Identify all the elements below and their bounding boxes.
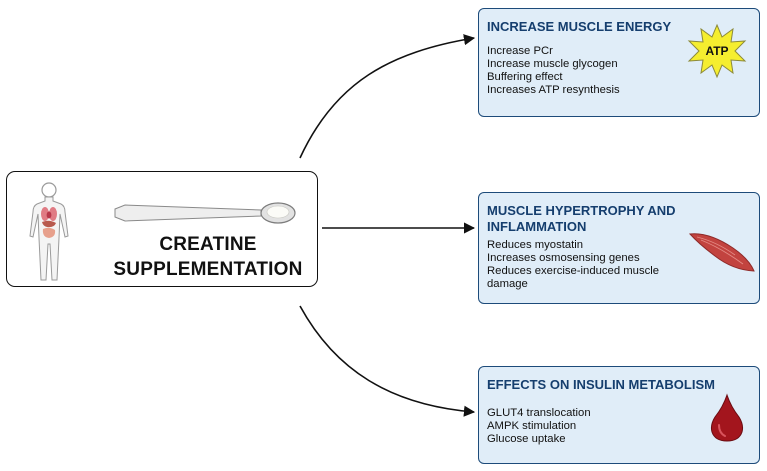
blood-drop-icon bbox=[710, 393, 744, 442]
increase-muscle-energy-box: INCREASE MUSCLE ENERGY Increase PCr Incr… bbox=[478, 8, 760, 117]
creatine-supplementation-box: CREATINE SUPPLEMENTATION bbox=[6, 171, 318, 287]
list-item: Reduces myostatin bbox=[487, 239, 584, 251]
list-item: Glucose uptake bbox=[487, 433, 566, 445]
center-title: CREATINE SUPPLEMENTATION bbox=[103, 232, 313, 282]
spoon-icon bbox=[114, 202, 296, 224]
effect-list: Increase PCr Increase muscle glycogen Bu… bbox=[487, 45, 702, 97]
list-item: Increase muscle glycogen bbox=[487, 58, 618, 70]
box-title: MUSCLE HYPERTROPHY AND INFLAMMATION bbox=[487, 203, 676, 234]
list-item: Increase PCr bbox=[487, 45, 553, 57]
effect-list: GLUT4 translocation AMPK stimulation Glu… bbox=[487, 407, 702, 446]
list-item: Increases osmosensing genes bbox=[487, 252, 640, 264]
list-item: AMPK stimulation bbox=[487, 420, 577, 432]
center-title-line1: CREATINE bbox=[159, 234, 257, 255]
center-title-line2: SUPPLEMENTATION bbox=[113, 259, 303, 280]
box-title: INCREASE MUSCLE ENERGY bbox=[487, 19, 672, 34]
atp-label: ATP bbox=[705, 44, 728, 58]
list-item: Buffering effect bbox=[487, 71, 563, 83]
arrow-to-energy bbox=[299, 34, 476, 159]
list-item: Reduces exercise-induced muscle damage bbox=[487, 265, 660, 290]
insulin-metabolism-box: EFFECTS ON INSULIN METABOLISM GLUT4 tran… bbox=[478, 366, 760, 464]
muscle-hypertrophy-box: MUSCLE HYPERTROPHY AND INFLAMMATION Redu… bbox=[478, 192, 760, 304]
arrow-to-insulin bbox=[299, 305, 476, 417]
box-title: EFFECTS ON INSULIN METABOLISM bbox=[487, 377, 715, 392]
list-item: GLUT4 translocation bbox=[487, 407, 591, 419]
effect-list: Reduces myostatin Increases osmosensing … bbox=[487, 239, 702, 291]
list-item: Increases ATP resynthesis bbox=[487, 84, 620, 96]
muscle-fiber-icon bbox=[688, 233, 755, 272]
atp-starburst-icon: ATP bbox=[687, 23, 747, 79]
human-body-icon bbox=[29, 182, 69, 281]
